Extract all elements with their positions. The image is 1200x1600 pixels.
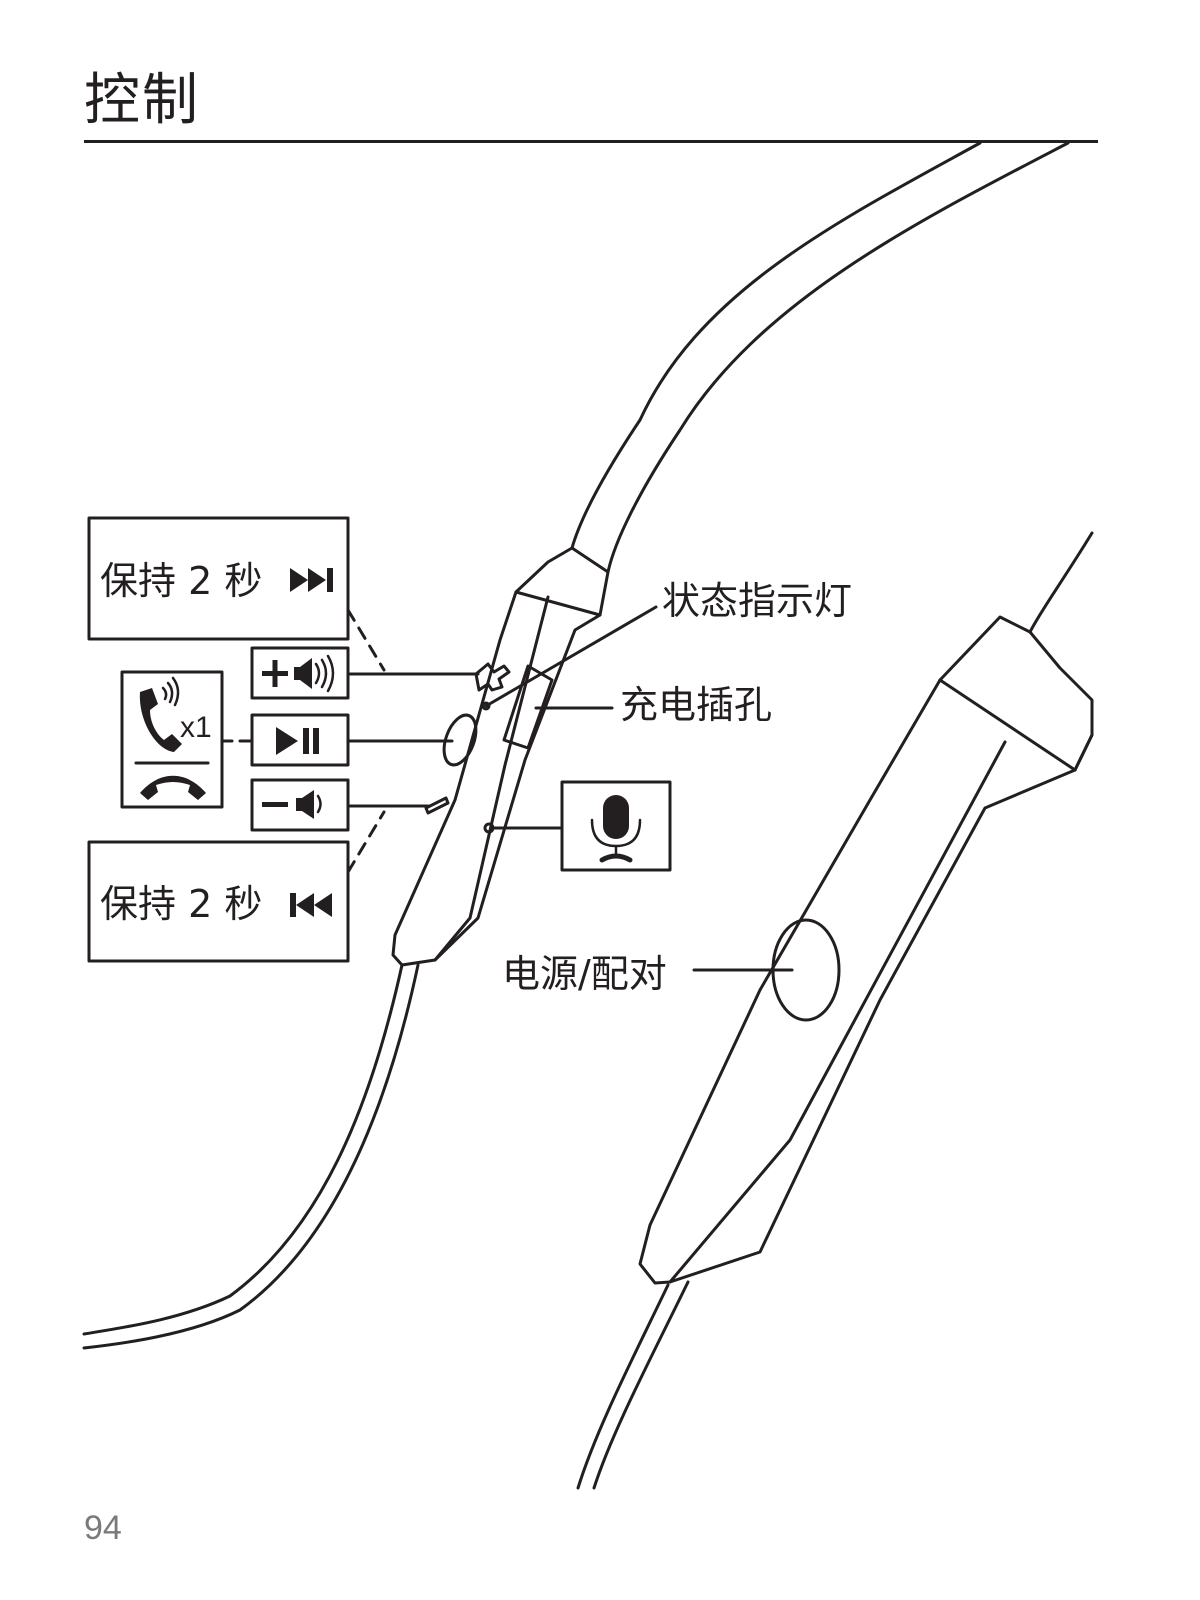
left-cable <box>84 965 418 1348</box>
charging-port-label: 充电插孔 <box>620 683 772 727</box>
volume-down-icon <box>262 790 314 819</box>
power-pairing-label: 电源/配对 <box>502 952 667 996</box>
end-call-icon <box>140 776 206 800</box>
hold-next-label: 保持 2 秒 <box>100 559 262 603</box>
right-control-module <box>640 533 1092 1283</box>
volume-up-icon <box>262 658 312 689</box>
previous-track-icon <box>290 893 332 917</box>
play-pause-icon <box>276 727 319 755</box>
neckband <box>572 143 1068 572</box>
next-track-icon <box>290 568 333 592</box>
volume-up-button <box>476 664 509 690</box>
microphone-hole <box>485 824 493 832</box>
page-number: 94 <box>84 1508 122 1548</box>
right-cable <box>578 1282 688 1488</box>
hold-prev-label: 保持 2 秒 <box>100 882 262 926</box>
press-count-label: x1 <box>180 711 212 744</box>
status-light-label: 状态指示灯 <box>662 579 852 623</box>
microphone-icon <box>603 795 629 839</box>
left-control-module <box>393 548 608 965</box>
play-pause-box <box>252 715 348 765</box>
incoming-call-icon <box>140 688 182 752</box>
